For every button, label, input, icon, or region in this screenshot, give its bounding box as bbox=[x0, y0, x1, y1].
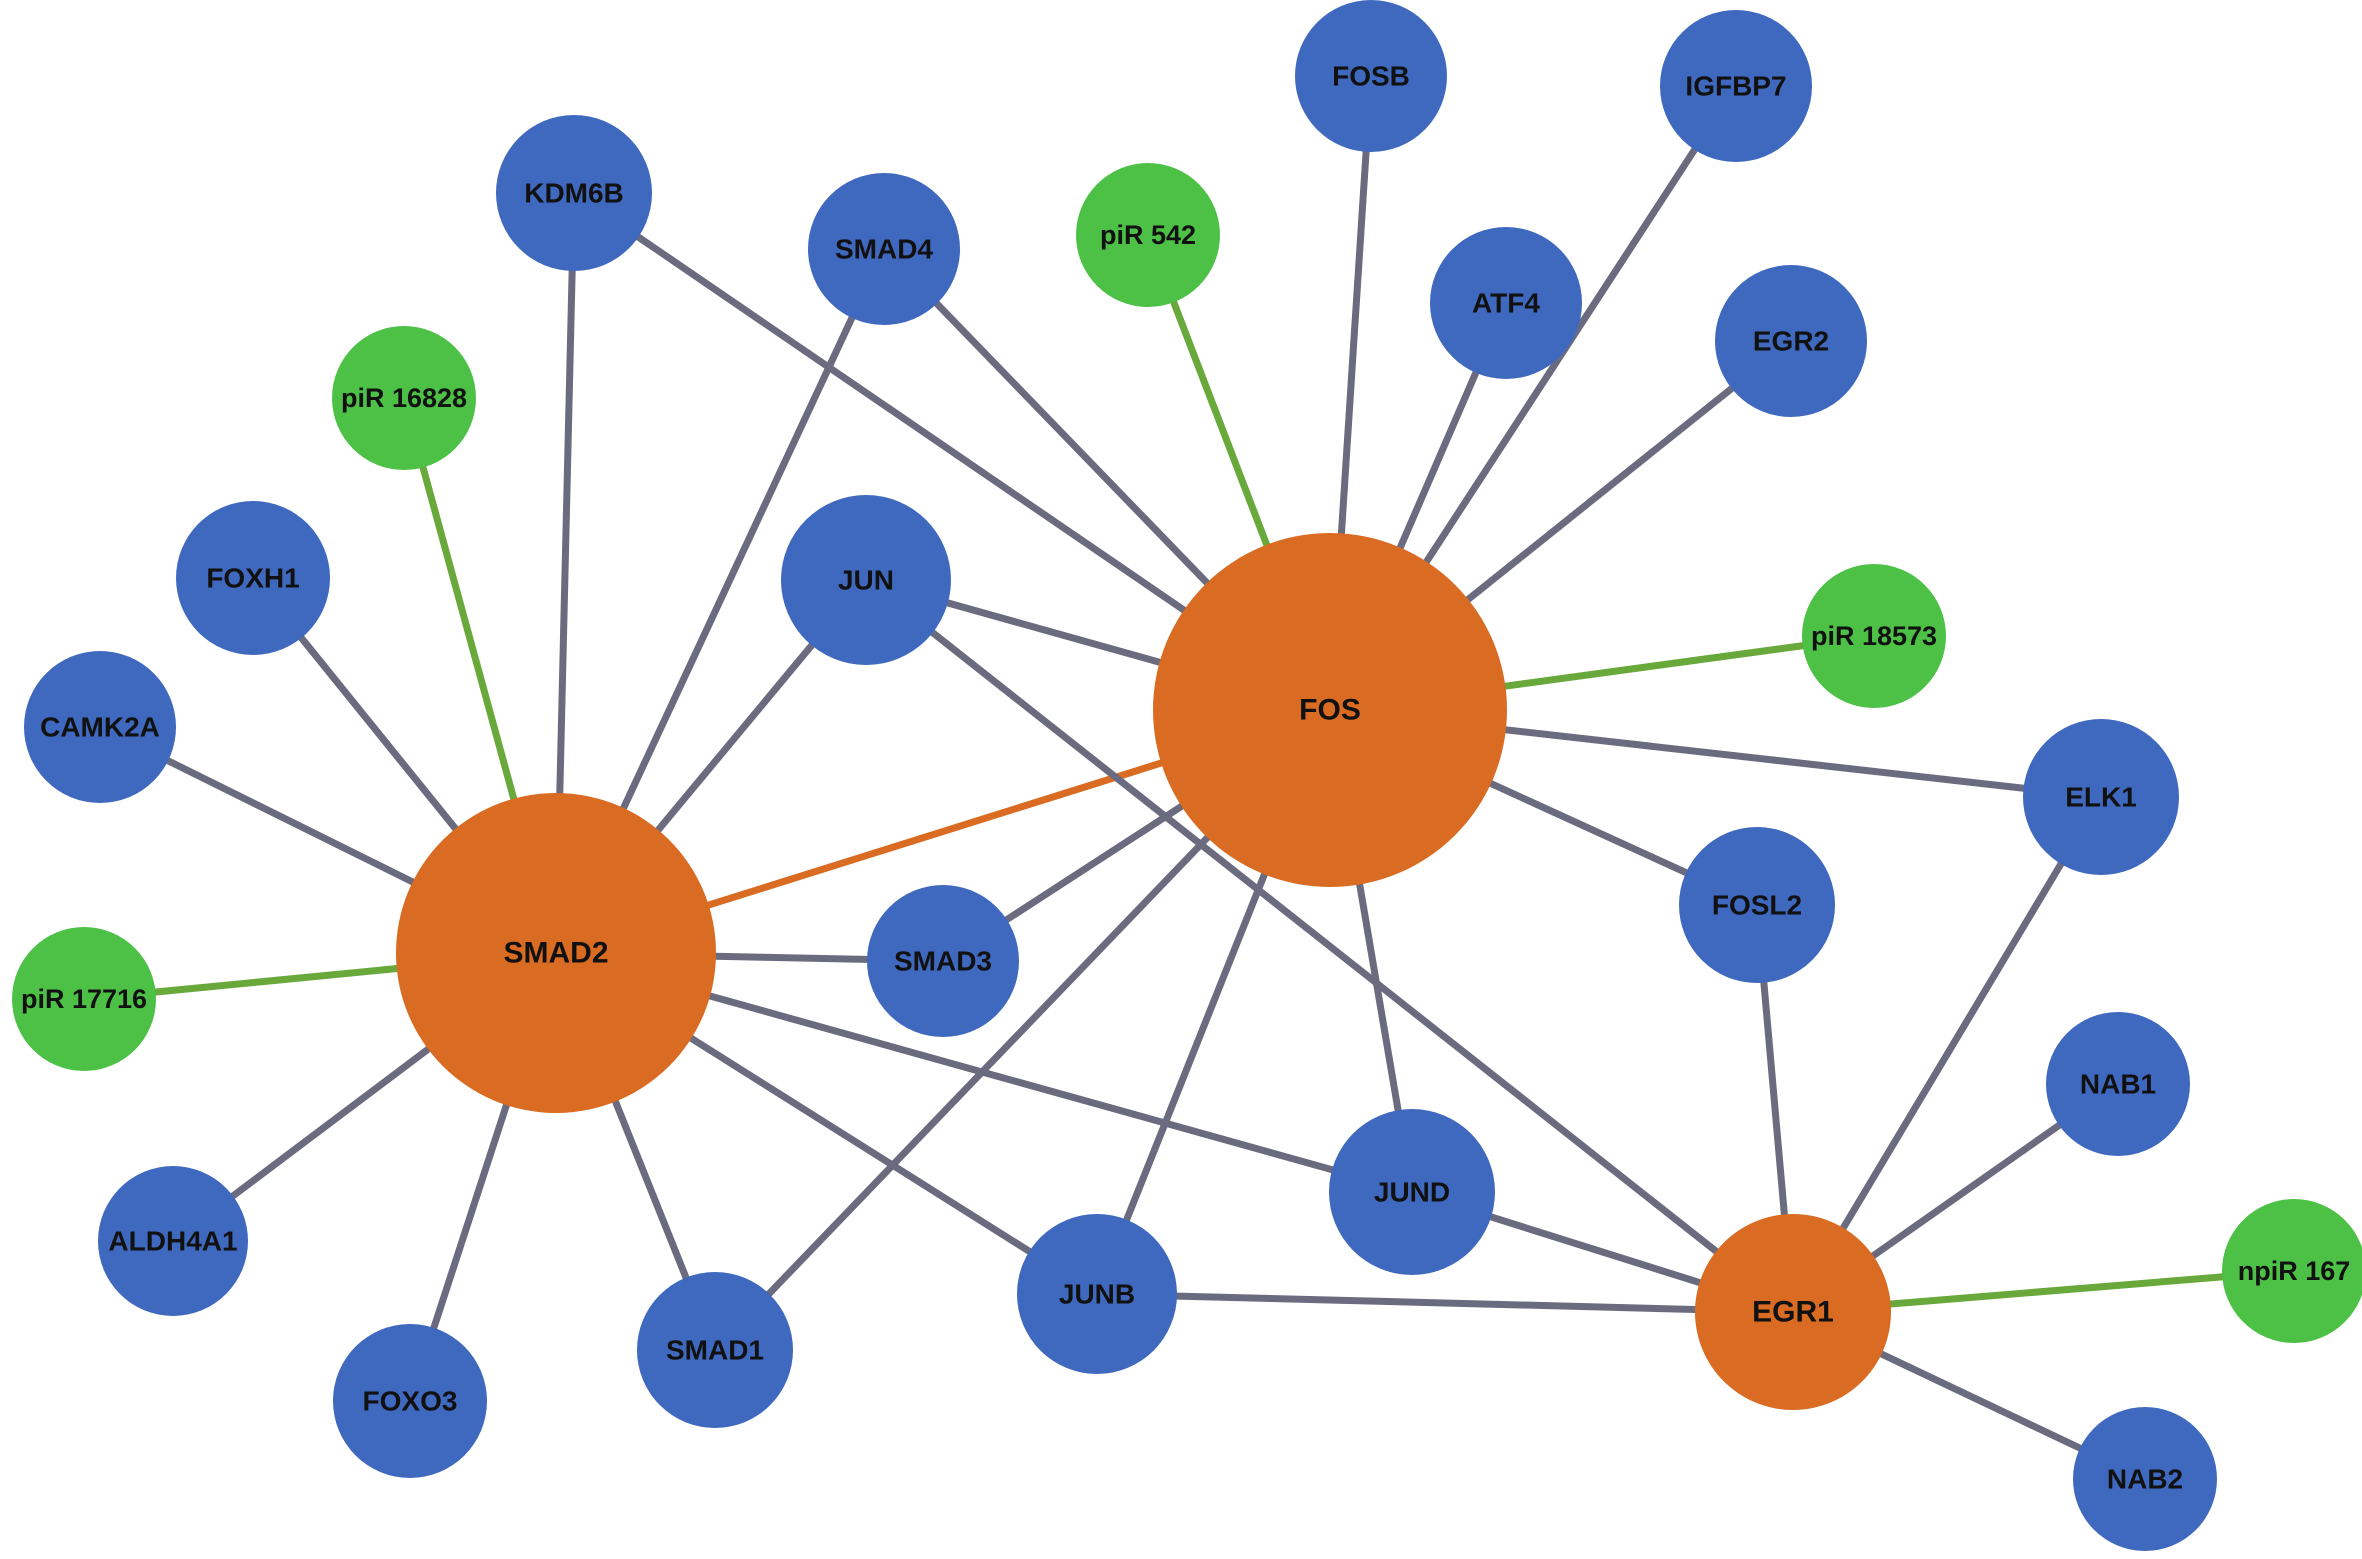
node-fosl2: FOSL2 bbox=[1679, 827, 1835, 983]
node-nab2: NAB2 bbox=[2073, 1407, 2217, 1551]
node-circle-npir167 bbox=[2222, 1199, 2362, 1343]
node-atf4: ATF4 bbox=[1430, 227, 1582, 379]
node-circle-jun bbox=[781, 495, 951, 665]
node-nab1: NAB1 bbox=[2046, 1012, 2190, 1156]
node-circle-kdm6b bbox=[496, 115, 652, 271]
node-label-fos: FOS bbox=[1299, 694, 1361, 727]
node-pir18573: piR 18573 bbox=[1802, 564, 1946, 708]
node-circle-elk1 bbox=[2023, 719, 2179, 875]
node-circle-atf4 bbox=[1430, 227, 1582, 379]
node-jun: JUN bbox=[781, 495, 951, 665]
node-label-jund: JUND bbox=[1374, 1177, 1450, 1208]
node-jund: JUND bbox=[1329, 1109, 1495, 1275]
node-circle-jund bbox=[1329, 1109, 1495, 1275]
node-label-fosb: FOSB bbox=[1332, 61, 1410, 92]
node-label-aldh4a1: ALDH4A1 bbox=[108, 1226, 237, 1257]
node-label-smad4: SMAD4 bbox=[835, 234, 933, 265]
node-label-smad2: SMAD2 bbox=[503, 937, 608, 970]
node-npir167: npiR 167 bbox=[2222, 1199, 2362, 1343]
node-circle-smad2 bbox=[396, 793, 716, 1113]
node-circle-aldh4a1 bbox=[98, 1166, 248, 1316]
node-junb: JUNB bbox=[1017, 1214, 1177, 1374]
node-pir542: piR 542 bbox=[1076, 163, 1220, 307]
node-label-foxo3: FOXO3 bbox=[363, 1386, 458, 1417]
node-label-smad3: SMAD3 bbox=[894, 946, 992, 977]
node-foxo3: FOXO3 bbox=[333, 1324, 487, 1478]
node-label-pir16828: piR 16828 bbox=[341, 383, 467, 413]
node-circle-foxo3 bbox=[333, 1324, 487, 1478]
node-label-atf4: ATF4 bbox=[1472, 288, 1540, 319]
node-label-pir18573: piR 18573 bbox=[1811, 621, 1937, 651]
node-egr1: EGR1 bbox=[1695, 1214, 1891, 1410]
node-circle-pir18573 bbox=[1802, 564, 1946, 708]
node-smad1: SMAD1 bbox=[637, 1272, 793, 1428]
node-circle-fosl2 bbox=[1679, 827, 1835, 983]
node-circle-nab2 bbox=[2073, 1407, 2217, 1551]
node-label-nab1: NAB1 bbox=[2080, 1069, 2156, 1100]
node-circle-smad3 bbox=[867, 885, 1019, 1037]
node-label-fosl2: FOSL2 bbox=[1712, 890, 1802, 921]
node-circle-egr2 bbox=[1715, 265, 1867, 417]
node-label-nab2: NAB2 bbox=[2107, 1464, 2183, 1495]
node-label-pir17716: piR 17716 bbox=[21, 984, 147, 1014]
node-circle-egr1 bbox=[1695, 1214, 1891, 1410]
node-kdm6b: KDM6B bbox=[496, 115, 652, 271]
node-label-junb: JUNB bbox=[1059, 1279, 1135, 1310]
node-label-smad1: SMAD1 bbox=[666, 1335, 764, 1366]
node-circle-smad1 bbox=[637, 1272, 793, 1428]
node-pir17716: piR 17716 bbox=[12, 927, 156, 1071]
node-circle-smad4 bbox=[808, 173, 960, 325]
node-pir16828: piR 16828 bbox=[332, 326, 476, 470]
node-label-egr1: EGR1 bbox=[1752, 1296, 1834, 1329]
node-label-camk2a: CAMK2A bbox=[40, 712, 160, 743]
node-circle-camk2a bbox=[24, 651, 176, 803]
node-foxh1: FOXH1 bbox=[176, 501, 330, 655]
node-smad4: SMAD4 bbox=[808, 173, 960, 325]
node-label-elk1: ELK1 bbox=[2065, 782, 2137, 813]
node-circle-igfbp7 bbox=[1660, 10, 1812, 162]
node-circle-nab1 bbox=[2046, 1012, 2190, 1156]
node-label-kdm6b: KDM6B bbox=[524, 178, 624, 209]
node-circle-pir542 bbox=[1076, 163, 1220, 307]
node-smad3: SMAD3 bbox=[867, 885, 1019, 1037]
node-label-foxh1: FOXH1 bbox=[206, 563, 299, 594]
node-igfbp7: IGFBP7 bbox=[1660, 10, 1812, 162]
node-circle-junb bbox=[1017, 1214, 1177, 1374]
node-fos: FOS bbox=[1153, 533, 1507, 887]
node-label-jun: JUN bbox=[838, 565, 894, 596]
node-label-egr2: EGR2 bbox=[1753, 326, 1829, 357]
node-label-pir542: piR 542 bbox=[1100, 220, 1196, 250]
node-smad2: SMAD2 bbox=[396, 793, 716, 1113]
edge-egr1-jun bbox=[862, 576, 1797, 1316]
node-camk2a: CAMK2A bbox=[24, 651, 176, 803]
node-circle-pir17716 bbox=[12, 927, 156, 1071]
node-elk1: ELK1 bbox=[2023, 719, 2179, 875]
node-fosb: FOSB bbox=[1295, 0, 1447, 152]
node-circle-foxh1 bbox=[176, 501, 330, 655]
node-label-igfbp7: IGFBP7 bbox=[1685, 71, 1786, 102]
node-circle-fos bbox=[1153, 533, 1507, 887]
node-aldh4a1: ALDH4A1 bbox=[98, 1166, 248, 1316]
node-circle-pir16828 bbox=[332, 326, 476, 470]
node-circle-fosb bbox=[1295, 0, 1447, 152]
node-egr2: EGR2 bbox=[1715, 265, 1867, 417]
edge-egr1-junb bbox=[1093, 1290, 1797, 1316]
edge-egr1-elk1 bbox=[1789, 793, 2105, 1316]
node-label-npir167: npiR 167 bbox=[2238, 1256, 2351, 1286]
